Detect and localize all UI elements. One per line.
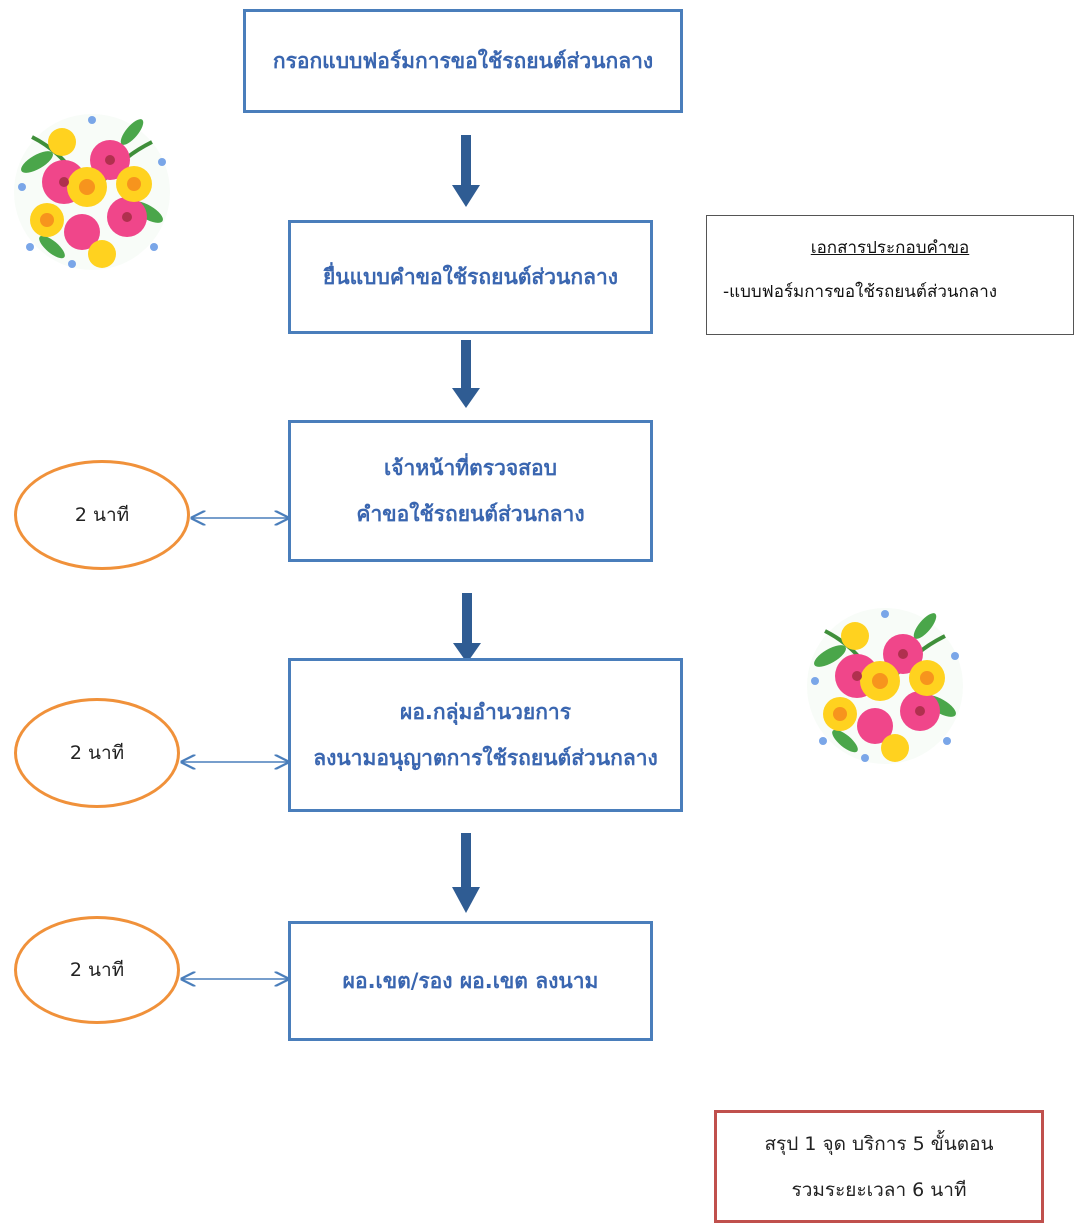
step-director-approve: ผอ.กลุ่มอำนวยการ ลงนามอนุญาตการใช้รถยนต์… [288, 658, 683, 812]
flow-arrow [452, 340, 480, 408]
step-text: คำขอใช้รถยนต์ส่วนกลาง [356, 502, 585, 526]
step-text: เจ้าหน้าที่ตรวจสอบ [384, 456, 557, 480]
step-fill-form: กรอกแบบฟอร์มการขอใช้รถยนต์ส่วนกลาง [243, 9, 683, 113]
time-oval: 2 นาที [14, 460, 190, 570]
summary-line: รวมระยะเวลา 6 นาที [791, 1178, 967, 1201]
time-oval: 2 นาที [14, 916, 180, 1024]
step-text: ผอ.กลุ่มอำนวยการ [400, 700, 571, 724]
step-text: กรอกแบบฟอร์มการขอใช้รถยนต์ส่วนกลาง [272, 49, 654, 73]
step-officer-review: เจ้าหน้าที่ตรวจสอบ คำขอใช้รถยนต์ส่วนกลาง [288, 420, 653, 562]
time-oval: 2 นาที [14, 698, 180, 808]
time-label: 2 นาที [69, 742, 125, 764]
summary-box: สรุป 1 จุด บริการ 5 ขั้นตอน รวมระยะเวลา … [714, 1110, 1044, 1223]
documents-box: เอกสารประกอบคำขอ -แบบฟอร์มการขอใช้รถยนต์… [706, 215, 1074, 335]
flow-arrow [452, 833, 480, 913]
flower-bouquet-icon [805, 606, 965, 766]
flow-arrow [453, 593, 481, 663]
step-text: ลงนามอนุญาตการใช้รถยนต์ส่วนกลาง [313, 746, 658, 770]
step-submit-request: ยื่นแบบคำขอใช้รถยนต์ส่วนกลาง [288, 220, 653, 334]
documents-item: -แบบฟอร์มการขอใช้รถยนต์ส่วนกลาง [723, 282, 998, 302]
time-label: 2 นาที [74, 504, 130, 526]
summary-line: สรุป 1 จุด บริการ 5 ขั้นตอน [764, 1132, 994, 1155]
step-area-director-sign: ผอ.เขต/รอง ผอ.เขต ลงนาม [288, 921, 653, 1041]
flow-arrow [452, 135, 480, 207]
flower-bouquet-icon [12, 112, 172, 272]
time-label: 2 นาที [69, 959, 125, 981]
step-text: ผอ.เขต/รอง ผอ.เขต ลงนาม [342, 969, 599, 993]
documents-heading: เอกสารประกอบคำขอ [810, 238, 970, 258]
step-text: ยื่นแบบคำขอใช้รถยนต์ส่วนกลาง [322, 265, 619, 289]
